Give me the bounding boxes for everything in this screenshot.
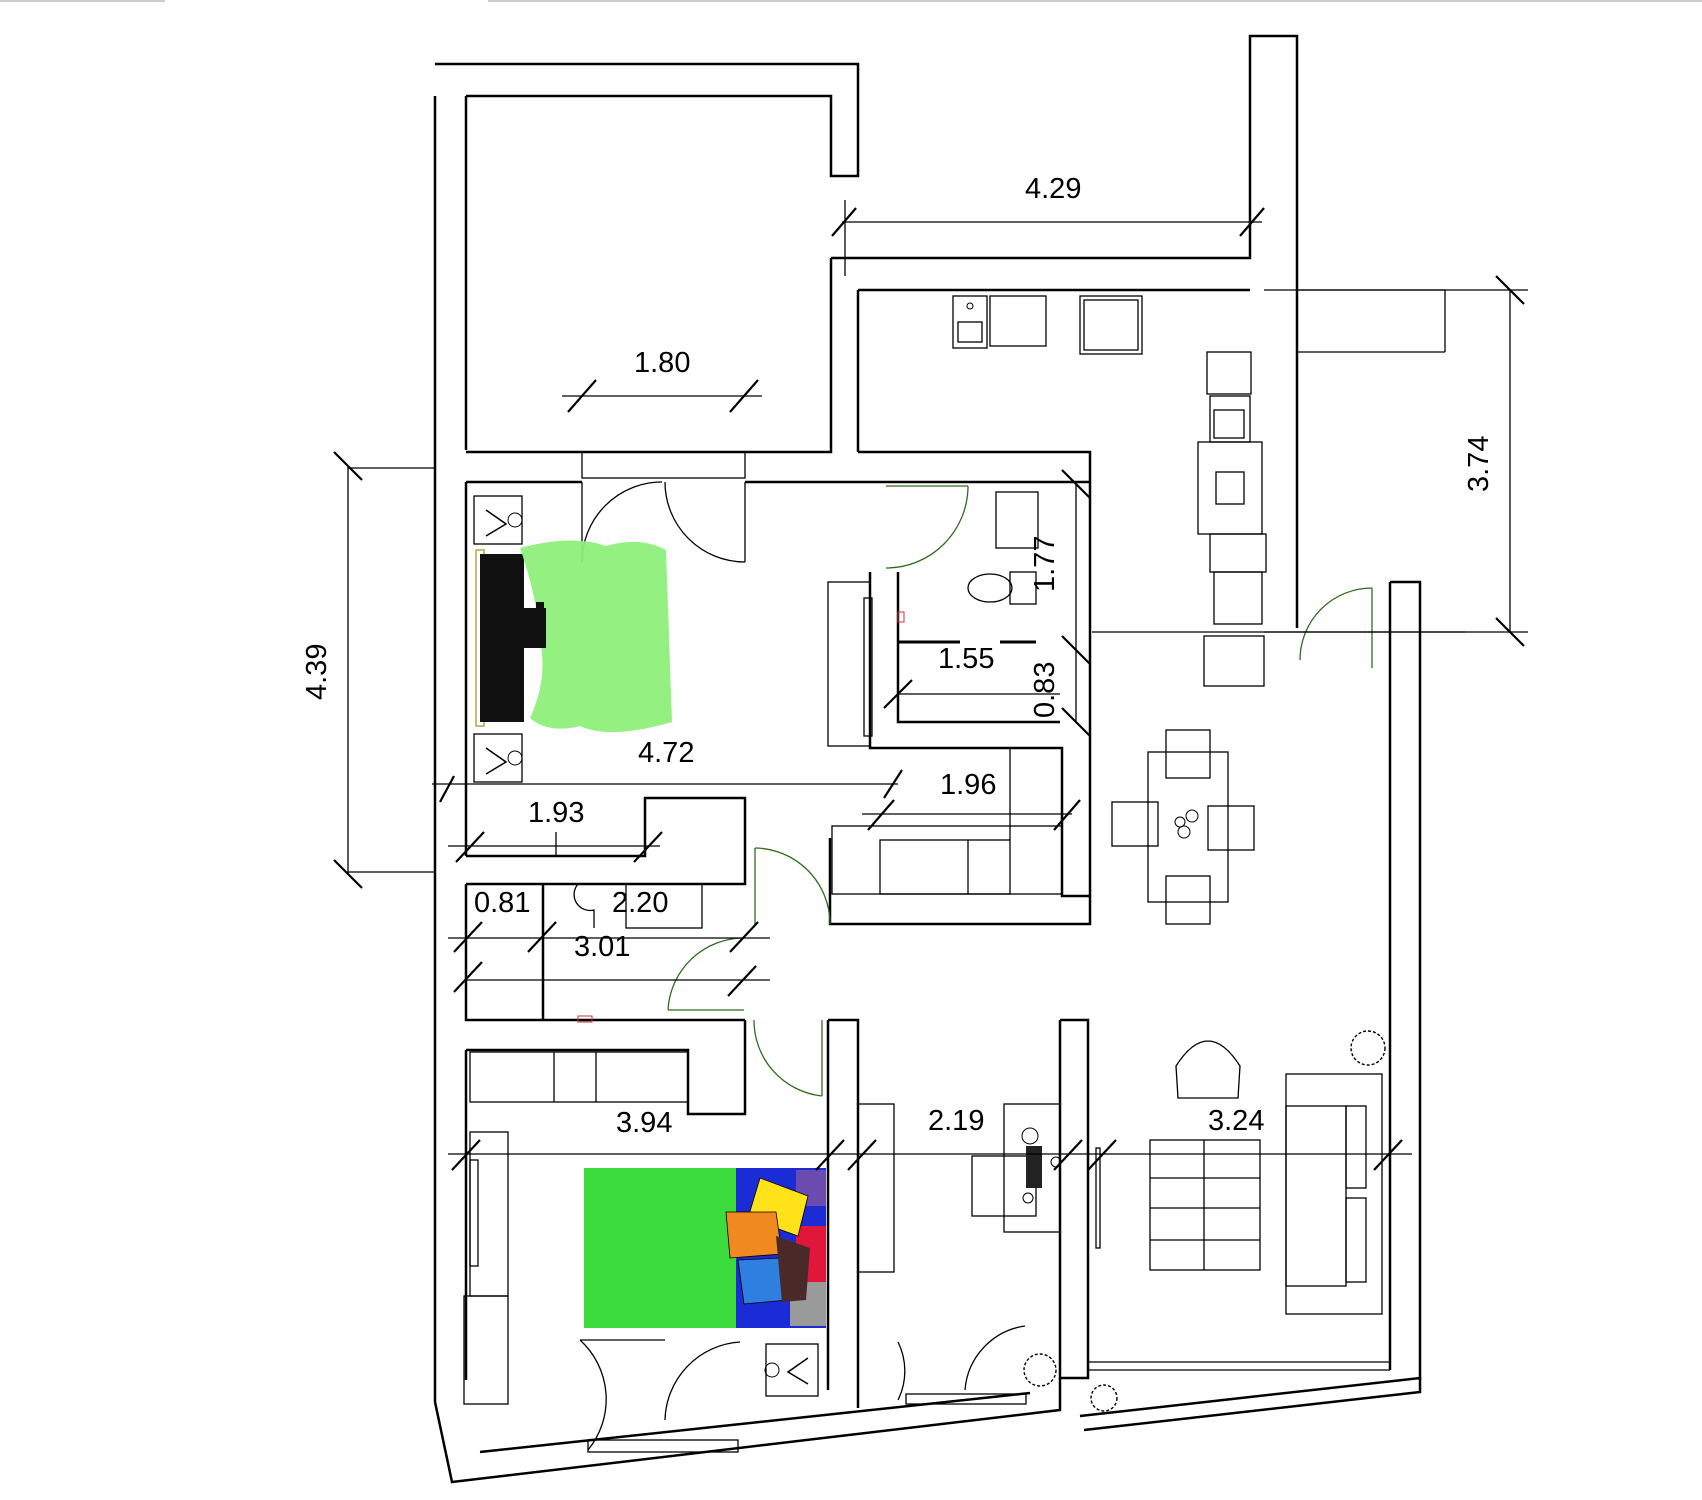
sofa-middle xyxy=(831,748,1063,895)
dim-label-3-01: 3.01 xyxy=(574,931,630,963)
bed-2 xyxy=(584,1168,736,1328)
bedroom-1 xyxy=(473,495,873,783)
dimension-lines xyxy=(333,200,1528,1171)
dim-label-1-80: 1.80 xyxy=(634,347,690,379)
office xyxy=(857,1103,1101,1387)
bedroom-2 xyxy=(463,1051,826,1405)
bed-blanket xyxy=(520,540,672,733)
dim-label-2-20: 2.20 xyxy=(612,887,668,919)
dim-label-4-39: 4.39 xyxy=(301,644,333,700)
dim-label-4-72: 4.72 xyxy=(638,737,694,769)
dim-label-3-24: 3.24 xyxy=(1208,1105,1264,1137)
doors xyxy=(579,451,1373,1453)
living-room xyxy=(1090,1030,1386,1412)
dim-label-1-55: 1.55 xyxy=(938,643,994,675)
dim-label-2-19: 2.19 xyxy=(928,1105,984,1137)
dim-label-0-83: 0.83 xyxy=(1029,662,1061,718)
dim-label-4-29: 4.29 xyxy=(1025,173,1081,205)
bathroom xyxy=(897,491,1039,644)
dimension-labels: 4.29 1.80 3.74 4.39 1.77 1.55 0.83 4.72 … xyxy=(301,173,1495,1139)
dim-label-1-77: 1.77 xyxy=(1029,536,1061,592)
dim-label-3-74: 3.74 xyxy=(1463,436,1495,492)
dim-label-0-81: 0.81 xyxy=(474,887,530,919)
laundry xyxy=(466,883,770,1023)
dining-table xyxy=(1111,729,1255,925)
dim-label-1-96: 1.96 xyxy=(940,769,996,801)
bed-headboard xyxy=(480,554,524,722)
dim-label-3-94: 3.94 xyxy=(616,1107,672,1139)
dim-label-1-93: 1.93 xyxy=(528,797,584,829)
